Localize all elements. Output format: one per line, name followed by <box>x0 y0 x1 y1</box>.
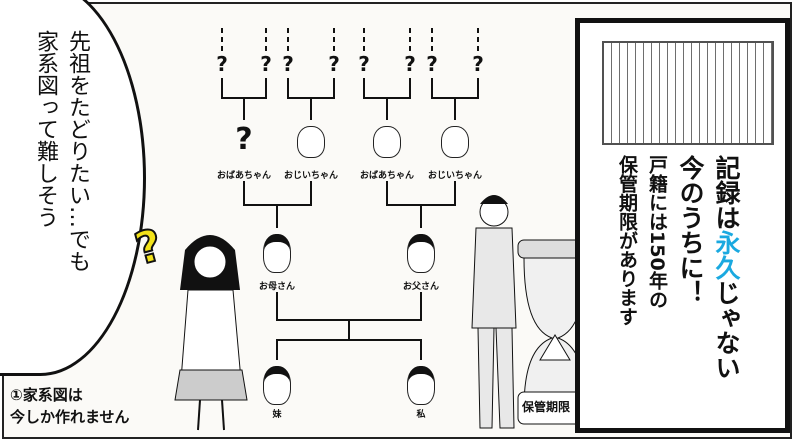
sister-face <box>263 366 291 405</box>
unknown-ancestor: ? <box>472 52 484 76</box>
grandfather-face <box>441 126 469 158</box>
unknown-ancestor: ? <box>260 52 272 76</box>
info-headline-line-2: 今のうちに！ <box>676 155 705 305</box>
grandparent-label: おじいちゃん <box>427 171 483 181</box>
grandparent-label: おばあちゃん <box>359 171 415 181</box>
mother-face <box>263 234 291 273</box>
speech-line-1: 先祖をたどりたい…でも <box>65 30 90 272</box>
speech-line-2: 家系図って難しそう <box>33 30 58 228</box>
unknown-ancestor: ? <box>282 52 294 76</box>
caption-line-1: ①家系図は <box>10 386 83 404</box>
unknown-ancestor: ? <box>358 52 370 76</box>
caption: ①家系図は 今しか作れません <box>10 384 130 428</box>
headline-accent: 永久 <box>712 230 741 280</box>
info-box: 記録は永久じゃない 今のうちに！ 戸籍には150年の 保管期限があります <box>575 18 790 433</box>
hourglass-label: 保管期限 <box>522 400 571 414</box>
unknown-ancestor: ? <box>216 52 228 76</box>
grandfather-face <box>297 126 325 158</box>
child-label: 私 <box>416 410 426 420</box>
child-label: 妹 <box>272 410 282 420</box>
info-headline: 記録は永久じゃない <box>708 155 744 380</box>
unknown-ancestor: ? <box>426 52 438 76</box>
koseki-document-image <box>602 41 774 145</box>
grandmother-face <box>373 126 401 158</box>
info-body-line-2: 保管期限があります <box>616 155 638 326</box>
self-face <box>407 366 435 405</box>
unknown-grandmother: ? <box>235 122 253 157</box>
grandparent-label: おばあちゃん <box>216 171 272 181</box>
parent-label: お母さん <box>258 282 296 292</box>
caption-line-2: 今しか作れません <box>10 408 130 426</box>
headline-part-1: 記録は <box>712 155 741 230</box>
grandparent-label: おじいちゃん <box>283 171 339 181</box>
info-body-line-1: 戸籍には150年の <box>646 155 668 309</box>
unknown-ancestor: ? <box>328 52 340 76</box>
unknown-ancestor: ? <box>404 52 416 76</box>
parent-label: お父さん <box>402 282 440 292</box>
father-face <box>407 234 435 273</box>
headline-part-2: じゃない <box>712 280 741 380</box>
